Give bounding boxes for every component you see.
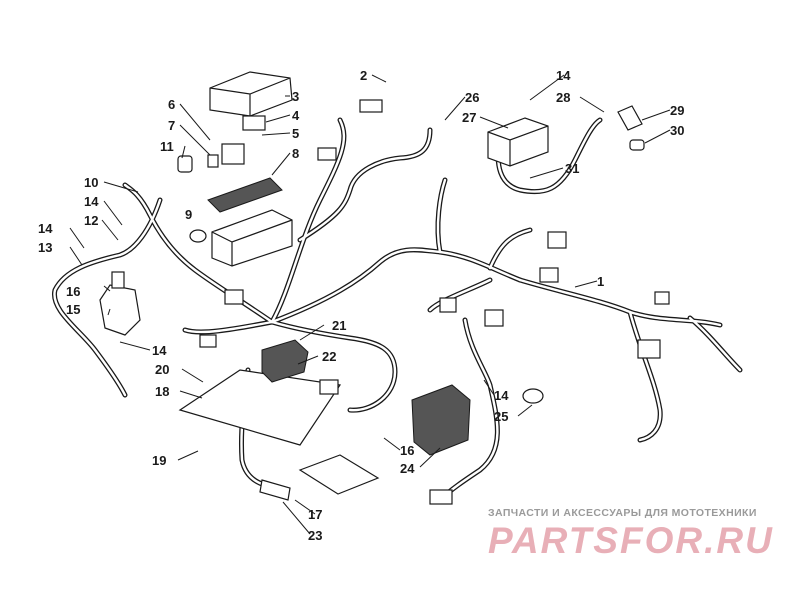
harness-wires <box>52 117 743 503</box>
watermark-subtitle: ЗАПЧАСТИ И АКСЕССУАРЫ ДЛЯ МОТОТЕХНИКИ <box>488 507 757 519</box>
relay-small <box>242 115 266 131</box>
ignition-coil-27 <box>487 117 549 167</box>
callout-8: 8 <box>292 146 299 161</box>
spark-plug-cap-29 <box>617 105 643 131</box>
mounting-plate <box>178 369 342 446</box>
leader-lines <box>69 74 671 535</box>
callout-18: 18 <box>155 384 169 399</box>
callouts: 1 2 3 4 5 6 7 8 9 10 11 12 13 14 14 14 1… <box>38 68 684 543</box>
callout-1: 1 <box>597 274 604 289</box>
callout-14-top-right: 14 <box>556 68 571 83</box>
fuse-box-cover <box>209 71 293 117</box>
clamp-9 <box>189 229 207 243</box>
callout-11: 11 <box>160 139 174 154</box>
boot-30 <box>629 139 645 151</box>
callout-22: 22 <box>322 349 336 364</box>
callout-6: 6 <box>168 97 175 112</box>
callout-5: 5 <box>292 126 299 141</box>
callout-14-left: 14 <box>38 221 53 236</box>
clamp-25 <box>522 388 544 404</box>
relay <box>207 143 245 168</box>
callout-26: 26 <box>465 90 479 105</box>
callout-16-left: 16 <box>66 284 80 299</box>
callout-7: 7 <box>168 118 175 133</box>
connector-11 <box>177 155 193 173</box>
callout-29: 29 <box>670 103 684 118</box>
decal-17 <box>298 454 380 495</box>
rectifier-22 <box>261 339 309 383</box>
callout-14-upper: 14 <box>84 194 99 209</box>
callout-27: 27 <box>462 110 476 125</box>
callout-10: 10 <box>84 175 98 190</box>
callout-24: 24 <box>400 461 415 476</box>
starter-solenoid <box>99 271 141 336</box>
callout-19: 19 <box>152 453 166 468</box>
connector-group-right <box>199 99 670 505</box>
callout-9: 9 <box>185 207 192 222</box>
callout-3: 3 <box>292 89 299 104</box>
callout-14-lower: 14 <box>152 343 167 358</box>
callout-30: 30 <box>670 123 684 138</box>
callout-17: 17 <box>308 507 322 522</box>
fuse-block <box>211 209 293 267</box>
callout-20: 20 <box>155 362 169 377</box>
callout-12: 12 <box>84 213 98 228</box>
callout-21: 21 <box>332 318 346 333</box>
fuse-strip <box>207 177 283 213</box>
watermark-logo: PARTSFOR.RU <box>488 520 774 561</box>
callout-23: 23 <box>308 528 322 543</box>
sensor-23 <box>259 479 291 501</box>
callout-16-right: 16 <box>400 443 414 458</box>
callout-15: 15 <box>66 302 80 317</box>
callout-14-mid-right: 14 <box>494 388 509 403</box>
callout-13: 13 <box>38 240 52 255</box>
regulator-24 <box>411 384 471 456</box>
callout-31: 31 <box>565 161 579 176</box>
callout-2: 2 <box>360 68 367 83</box>
callout-4: 4 <box>292 108 300 123</box>
callout-25: 25 <box>494 409 508 424</box>
callout-28: 28 <box>556 90 570 105</box>
